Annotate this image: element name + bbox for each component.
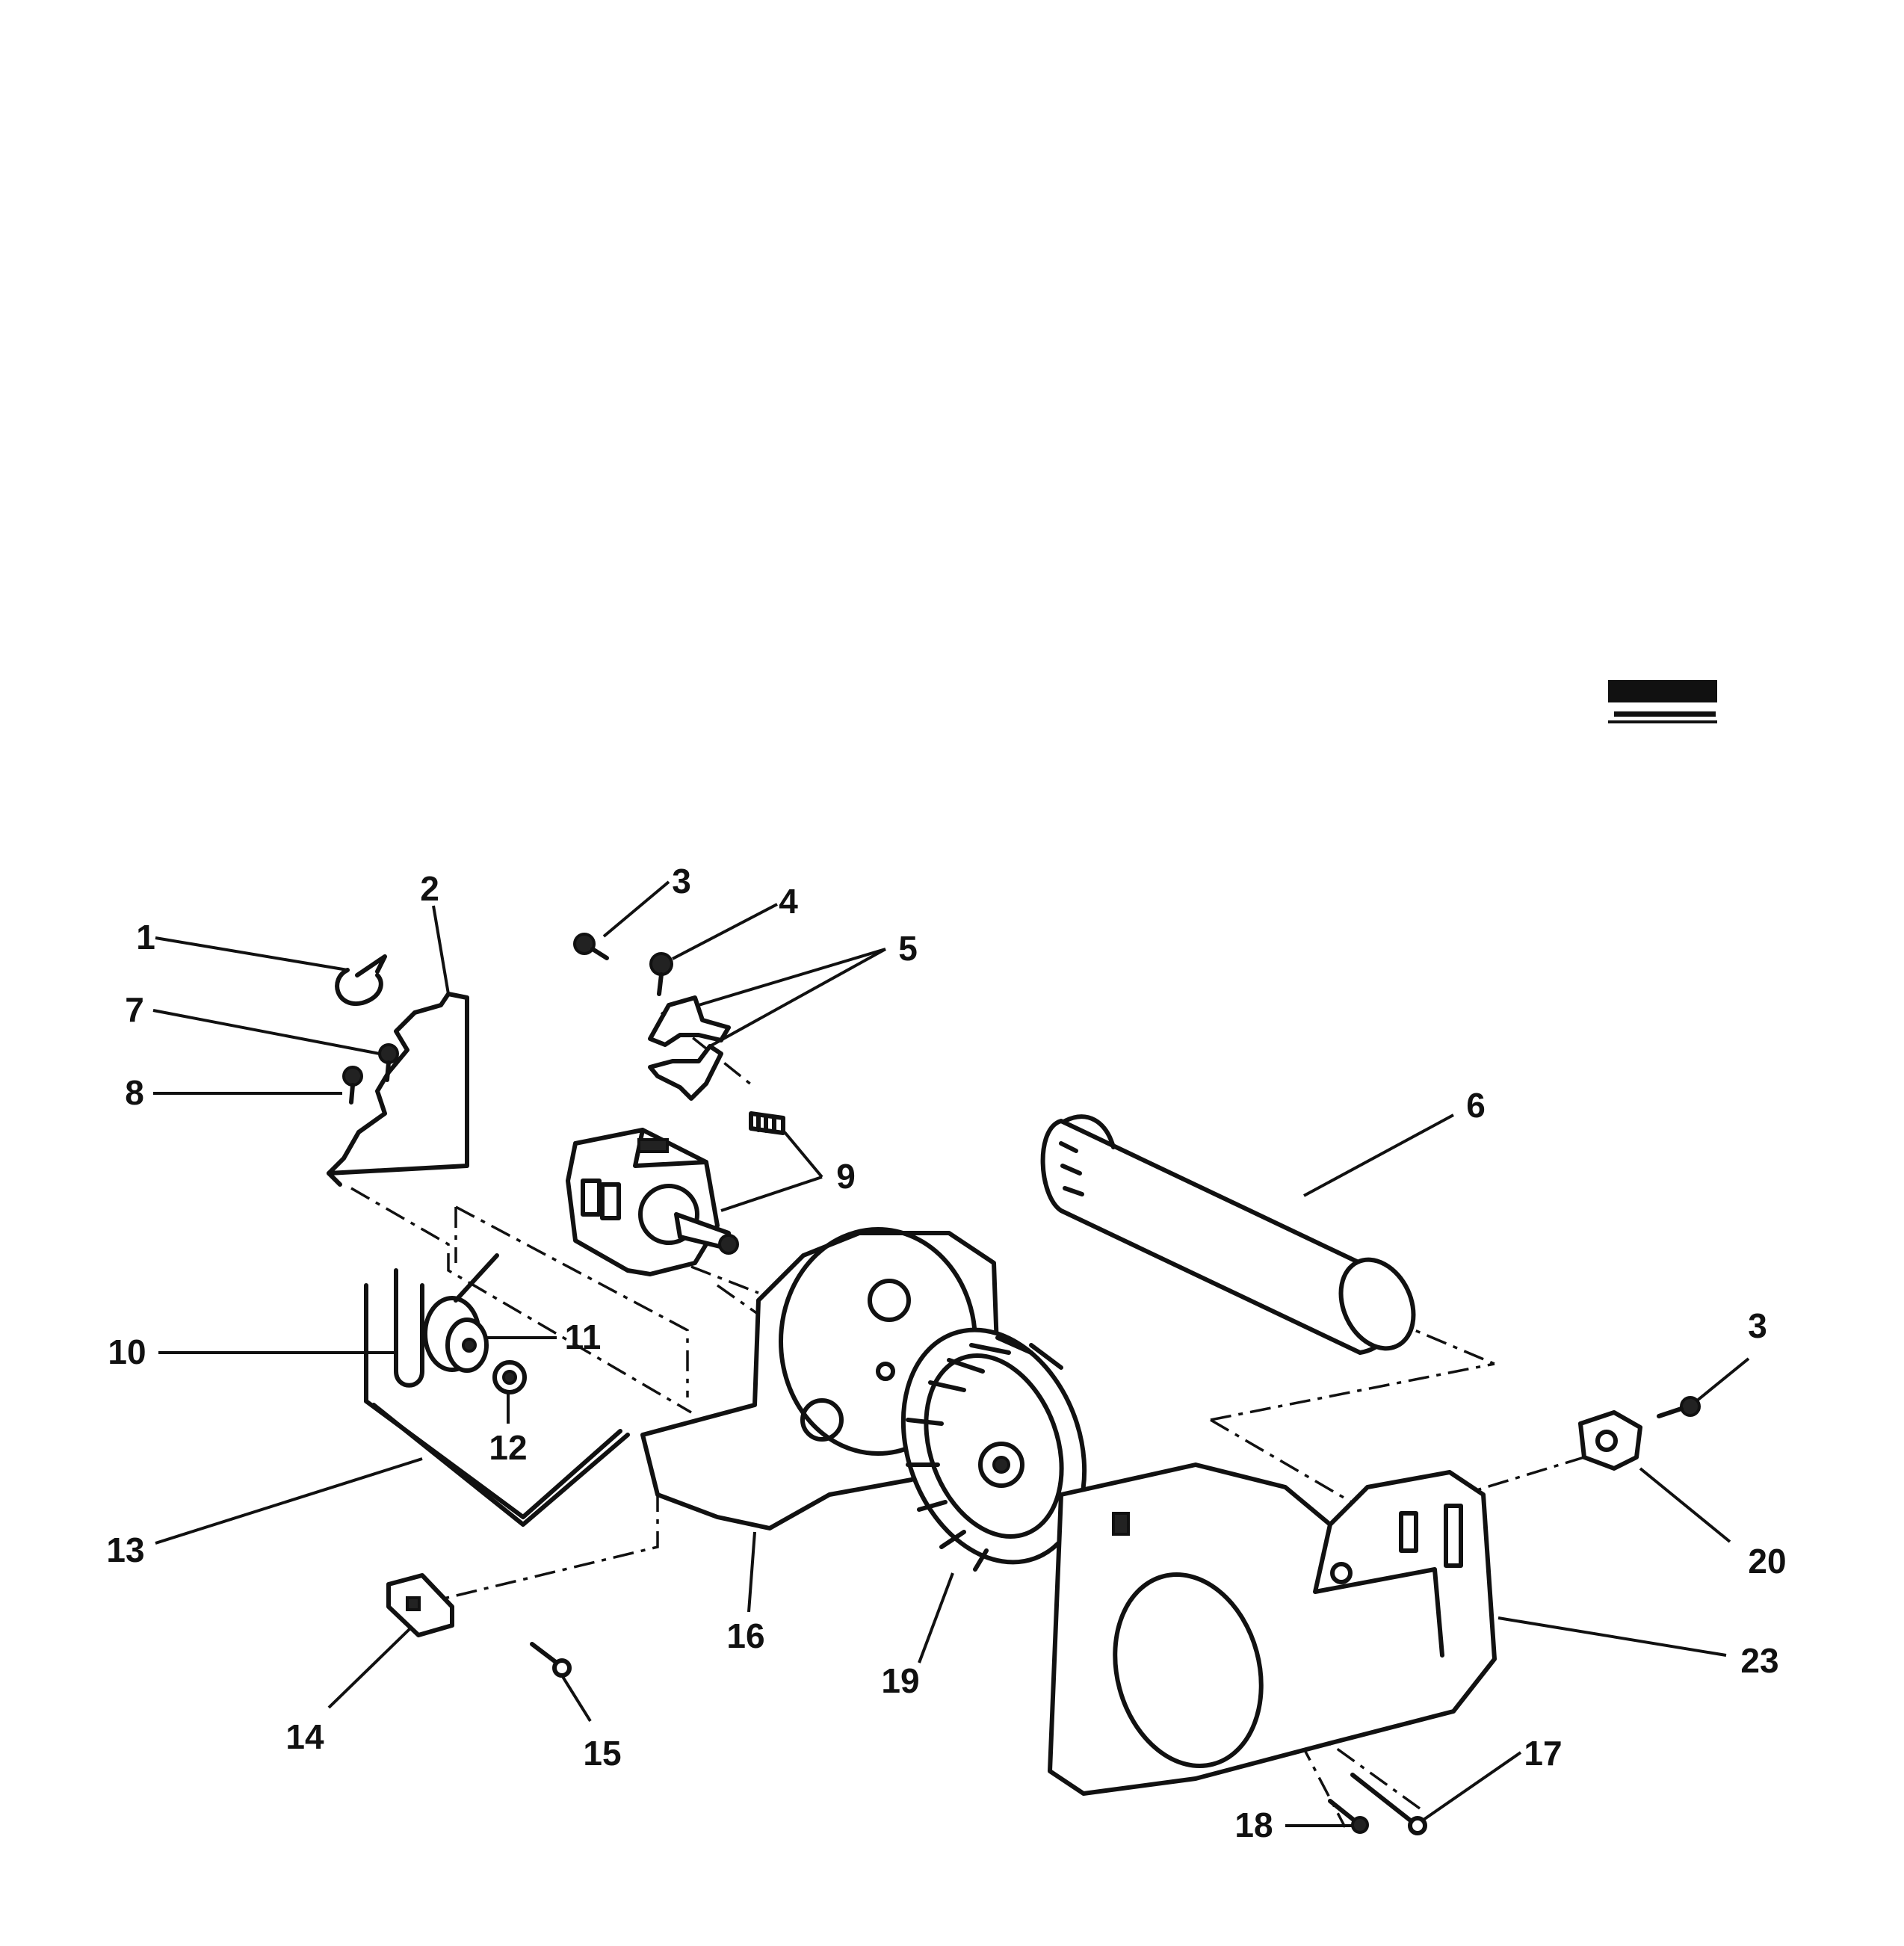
- part-screw-3-upper: [573, 933, 609, 960]
- callout-5: 5: [898, 929, 918, 968]
- part-clip: [335, 954, 387, 1007]
- part-drive-belt: [364, 1399, 630, 1527]
- callout-3-upper: 3: [672, 862, 691, 901]
- callout-18: 18: [1234, 1806, 1273, 1844]
- manufacturer-logo: [1608, 680, 1717, 723]
- callout-17: 17: [1524, 1734, 1562, 1773]
- part-blower-front-housing: [1048, 1462, 1497, 1796]
- callout-15: 15: [583, 1734, 621, 1773]
- callout-14: 14: [285, 1717, 324, 1756]
- callout-1: 1: [136, 918, 155, 957]
- callout-20: 20: [1748, 1542, 1786, 1581]
- part-connector: [749, 1111, 785, 1135]
- part-drive-motor: [566, 1128, 739, 1276]
- part-motor-clips: [648, 995, 731, 1101]
- callout-leader-lines: [152, 880, 1750, 1827]
- callout-labels: 1 2 3 4 5 7 8 6 9 3 10 11 12 13 16 20 19…: [106, 862, 1786, 1844]
- part-bolt-17: [1350, 1773, 1427, 1835]
- part-idler-arm: [364, 1268, 424, 1403]
- callout-8: 8: [125, 1073, 144, 1112]
- part-screw-15: [530, 1642, 572, 1678]
- callout-10: 10: [108, 1332, 146, 1371]
- callout-9: 9: [836, 1157, 856, 1196]
- part-blower-wheel: [900, 1327, 1087, 1572]
- part-idler-pulley: [423, 1253, 499, 1373]
- callout-16: 16: [726, 1616, 764, 1655]
- callout-23: 23: [1740, 1641, 1778, 1680]
- callout-13: 13: [106, 1530, 144, 1569]
- part-switch: [386, 1573, 454, 1637]
- callout-3-right: 3: [1748, 1306, 1767, 1345]
- callout-6: 6: [1466, 1086, 1486, 1125]
- callout-7: 7: [125, 990, 144, 1029]
- callout-12: 12: [489, 1428, 527, 1467]
- part-nut: [492, 1360, 527, 1394]
- callout-19: 19: [881, 1661, 919, 1700]
- part-motor-bracket: [327, 992, 469, 1187]
- part-screw-3-right: [1657, 1396, 1701, 1418]
- part-screw-4: [649, 952, 673, 996]
- part-screw-8: [342, 1066, 363, 1105]
- part-bolt-18: [1328, 1799, 1369, 1834]
- callout-2: 2: [420, 869, 439, 908]
- part-bracket-20: [1578, 1410, 1642, 1471]
- callout-11: 11: [565, 1318, 602, 1356]
- callout-4: 4: [779, 882, 798, 921]
- part-cylinder-tube: [1040, 1114, 1416, 1355]
